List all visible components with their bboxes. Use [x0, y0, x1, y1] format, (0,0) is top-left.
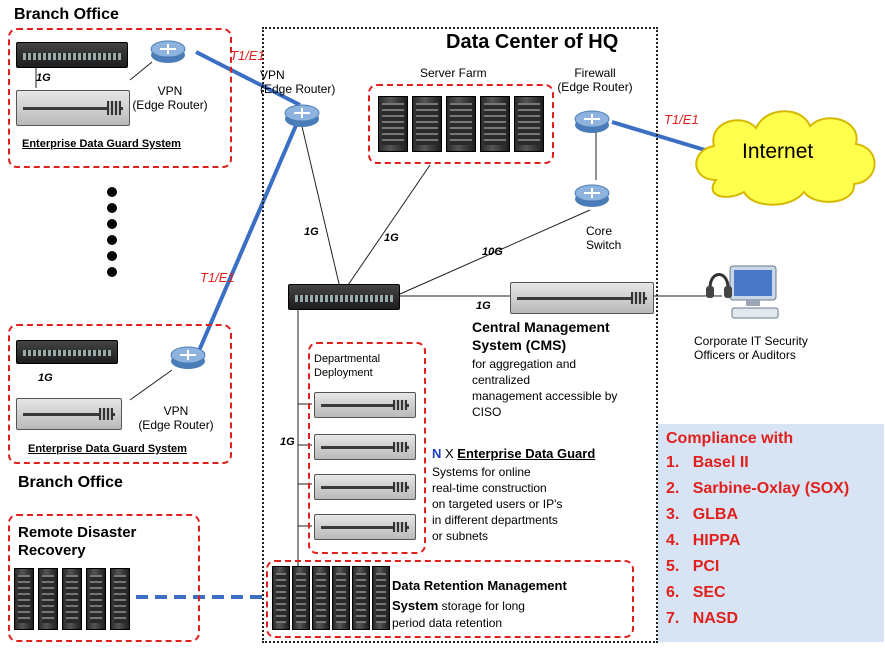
server-farm-box [368, 84, 554, 164]
drm-desc-line2: period data retention [392, 616, 503, 630]
rack-server-icon [314, 392, 416, 418]
firewall-label: Firewall (Edge Router) [557, 66, 633, 94]
departmental-deployment-box [308, 342, 426, 554]
core-switch-label: Core Switch [586, 224, 622, 252]
compliance-item: 2. Sarbine-Oxlay (SOX) [666, 480, 850, 497]
rack-server-icon [314, 434, 416, 460]
datacenter-boundary [262, 27, 658, 643]
rack-server-icon [314, 474, 416, 500]
drm-title-line1: Data Retention Management [392, 578, 567, 593]
router-icon [284, 104, 320, 127]
speed-1g-label: 1G [304, 226, 319, 238]
speed-10g-label: 10G [482, 246, 503, 258]
branch-top-1g-label: 1G [36, 72, 51, 84]
cloud-icon [695, 110, 876, 206]
branch-edg-rack-icon [16, 398, 122, 430]
compliance-item: 6. SEC [666, 584, 726, 601]
branch-office-top-box [8, 28, 232, 168]
t1e1-top-label: T1/E1 [230, 48, 265, 63]
wan-link-top-branch [195, 50, 301, 107]
branch-bottom-vpn-label: VPN (Edge Router) [138, 404, 214, 432]
tower-server-icon [514, 96, 544, 152]
corporate-it-label: Corporate IT Security Officers or Audito… [694, 334, 808, 362]
tower-server-icon [312, 566, 330, 630]
data-retention-box [266, 560, 634, 638]
router-icon [150, 40, 186, 63]
remote-dr-label: Remote Disaster Recovery [18, 524, 137, 559]
switch-icon [288, 284, 400, 310]
speed-1g-label: 1G [384, 232, 399, 244]
branch-bottom-edg-label: Enterprise Data Guard System [28, 443, 187, 455]
t1e1-internet-label: T1/E1 [664, 112, 699, 127]
tower-server-icon [272, 566, 290, 630]
wan-link-internet [611, 120, 706, 152]
tower-server-icon [372, 566, 390, 630]
branch-bottom-1g-label: 1G [38, 372, 53, 384]
cms-title: Central Management System (CMS) [472, 319, 610, 353]
compliance-item: 3. GLBA [666, 506, 739, 523]
datacenter-title: Data Center of HQ [446, 31, 619, 53]
branch-switch-icon [16, 42, 128, 68]
tower-server-icon [332, 566, 350, 630]
tower-server-icon [38, 568, 58, 630]
branch-edg-rack-icon [16, 90, 130, 126]
router-icon [170, 346, 206, 369]
drm-title-line2: System storage for long [392, 598, 525, 613]
compliance-item: 5. PCI [666, 558, 720, 575]
internet-label: Internet [742, 140, 814, 163]
hq-vpn-label: VPN (Edge Router) [260, 68, 336, 96]
compliance-item: 1. Basel II [666, 454, 749, 471]
tower-server-icon [412, 96, 442, 152]
tower-server-icon [378, 96, 408, 152]
cms-description: for aggregation and centralized manageme… [472, 357, 618, 419]
branch-top-edg-label: Enterprise Data Guard System [22, 138, 181, 150]
branch-top-vpn-label: VPN (Edge Router) [132, 84, 208, 112]
compliance-panel: Compliance with 1. Basel II 2. Sarbine-O… [658, 424, 884, 642]
tower-server-icon [86, 568, 106, 630]
router-icon [574, 184, 610, 207]
router-icon [574, 110, 610, 133]
tower-server-icon [110, 568, 130, 630]
tower-server-icon [480, 96, 510, 152]
rack-server-icon [314, 514, 416, 540]
compliance-item: 7. NASD [666, 610, 739, 627]
tower-server-icon [14, 568, 34, 630]
computer-with-headset-icon [706, 265, 779, 319]
wan-link-bottom-branch [193, 115, 302, 361]
branch-switch-icon [16, 340, 118, 364]
server-farm-label: Server Farm [420, 66, 487, 80]
departmental-deployment-label: Departmental Deployment [314, 353, 381, 379]
speed-1g-label: 1G [476, 300, 491, 312]
tower-server-icon [292, 566, 310, 630]
branch-office-top-label: Branch Office [14, 6, 119, 23]
tower-server-icon [352, 566, 370, 630]
tower-server-icon [62, 568, 82, 630]
cms-rack-server-icon [510, 282, 654, 314]
compliance-title: Compliance with [666, 430, 794, 447]
nx-edg-title: N X Enterprise Data Guard [432, 446, 596, 461]
nx-edg-description: Systems for online real-time constructio… [432, 465, 563, 543]
speed-1g-label: 1G [280, 436, 295, 448]
tower-server-icon [446, 96, 476, 152]
branch-office-bottom-label: Branch Office [18, 474, 123, 491]
t1e1-bottom-label: T1/E1 [200, 270, 235, 285]
compliance-item: 4. HIPPA [666, 532, 741, 549]
branch-office-bottom-box [8, 324, 232, 464]
remote-dr-box [8, 514, 200, 642]
